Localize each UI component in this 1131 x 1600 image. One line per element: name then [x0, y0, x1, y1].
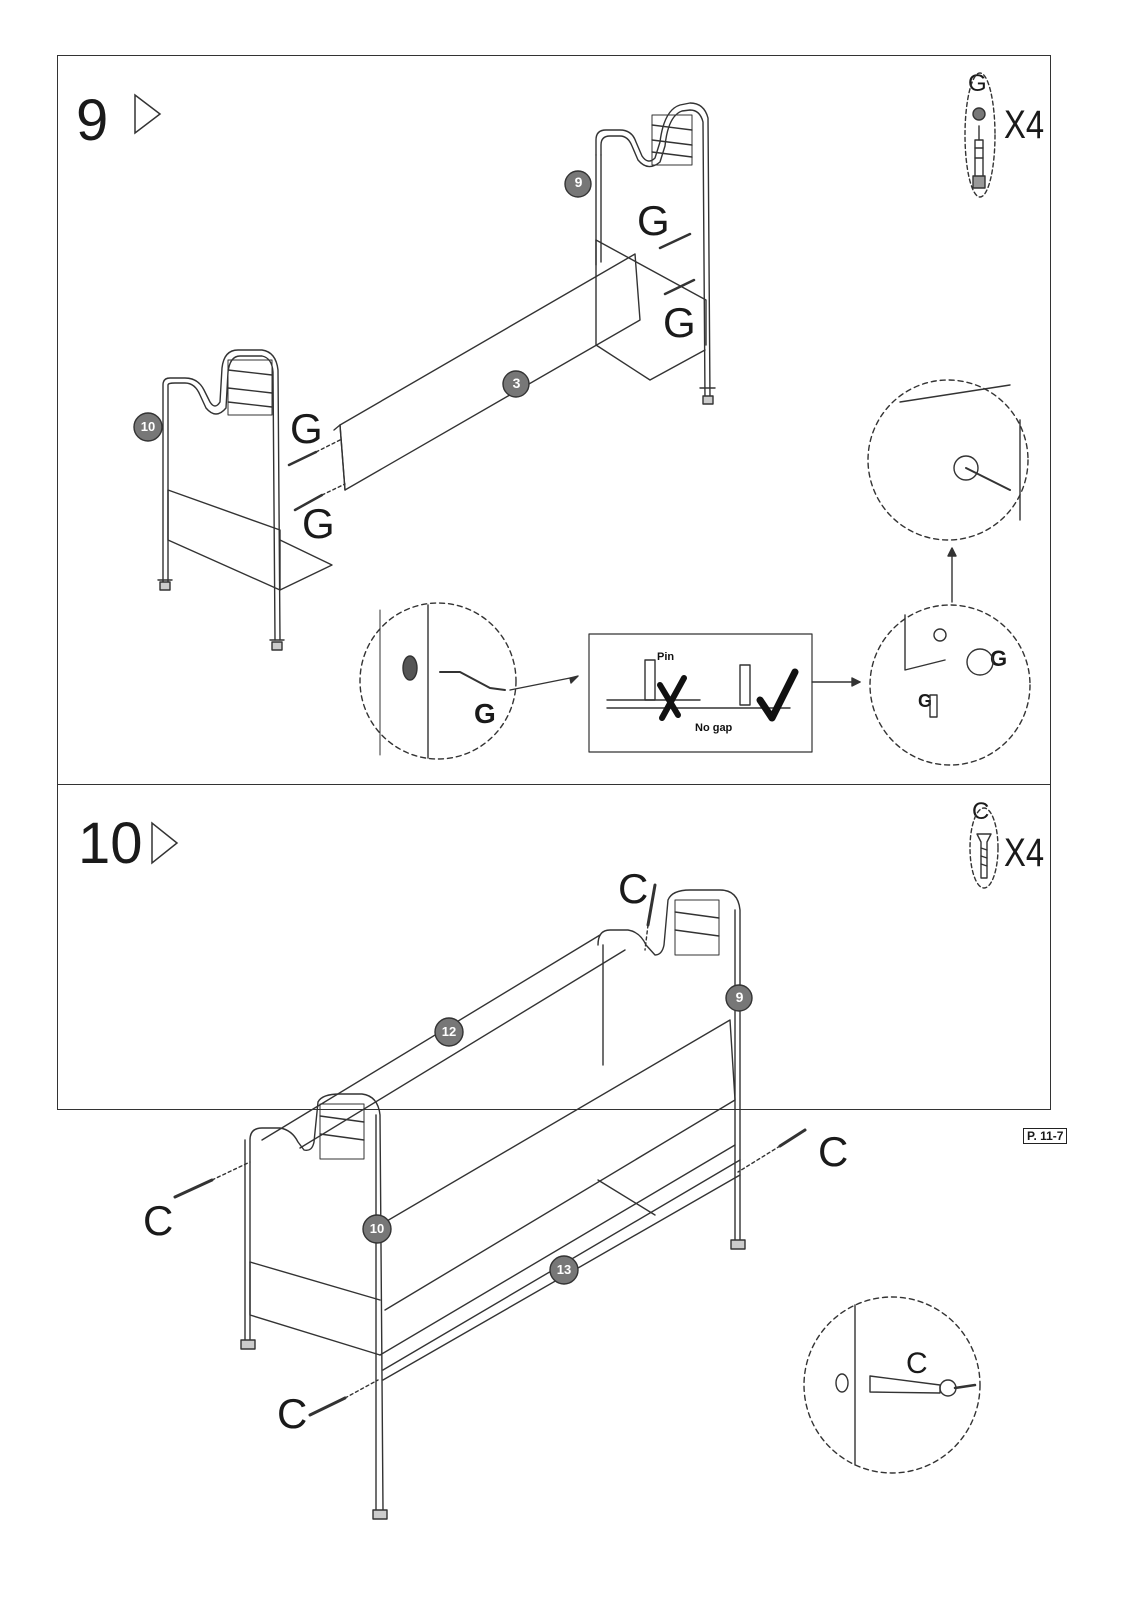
step-10-detail-c: C: [906, 1347, 928, 1380]
back-panel-3: [333, 253, 641, 491]
step-9-label-g-4: G: [302, 500, 335, 547]
page-number: P. 11-7: [1023, 1128, 1068, 1144]
part-label-12: 12: [441, 1024, 457, 1039]
step-9-label-g-2: G: [663, 299, 696, 346]
step-10-quantity: X4: [1004, 831, 1045, 875]
part-label-10-step10: 10: [369, 1221, 385, 1236]
part-label-9-step9: 9: [574, 174, 583, 190]
step-9-label-g-3: G: [290, 405, 323, 452]
detail-bubble-cam: [869, 547, 1031, 766]
step-10-label-c-1: C: [618, 865, 649, 912]
part-label-13: 13: [556, 1262, 572, 1277]
part-label-3: 3: [512, 375, 521, 391]
pin-label: Pin: [657, 651, 675, 663]
pin-gap-detail-box: [588, 633, 861, 753]
instruction-frame: [57, 55, 1051, 1110]
assembled-shelf: [240, 889, 746, 1520]
part-circles-step10: [362, 984, 753, 1285]
step-9-hardware-letter: G: [968, 70, 987, 97]
step-10-number: 10: [78, 811, 143, 876]
left-end-frame-10: [157, 349, 333, 651]
step-9-label-g-1: G: [637, 197, 670, 244]
part-label-9-step10: 9: [735, 989, 744, 1005]
step-9-number: 9: [76, 88, 109, 153]
part-label-10-step9: 10: [140, 419, 156, 434]
step-10-label-c-2: C: [818, 1128, 849, 1175]
step-9-detail-g-3: G: [918, 691, 933, 711]
step-9-detail-g-1: G: [474, 698, 496, 729]
screw-icon: [969, 807, 999, 889]
detail-bubble-insert: [359, 602, 579, 760]
detail-bubble-turn: [867, 379, 1029, 541]
step-9-quantity: X4: [1004, 103, 1045, 147]
step-10-label-c-3: C: [143, 1197, 174, 1244]
screws-step10: [173, 883, 807, 1417]
dowel-fittings: [287, 232, 696, 512]
cam-dowel-icon: [964, 72, 996, 198]
step-divider: [57, 784, 1051, 785]
step-9-detail-g-2: G: [990, 646, 1008, 671]
no-gap-label: No gap: [695, 722, 733, 734]
step-10-hardware-letter: C: [972, 798, 990, 825]
right-end-frame-9: [595, 102, 716, 405]
step-10-label-c-4: C: [277, 1390, 308, 1437]
part-circles-step9: [133, 170, 592, 442]
detail-bubble-screw: [803, 1296, 981, 1474]
